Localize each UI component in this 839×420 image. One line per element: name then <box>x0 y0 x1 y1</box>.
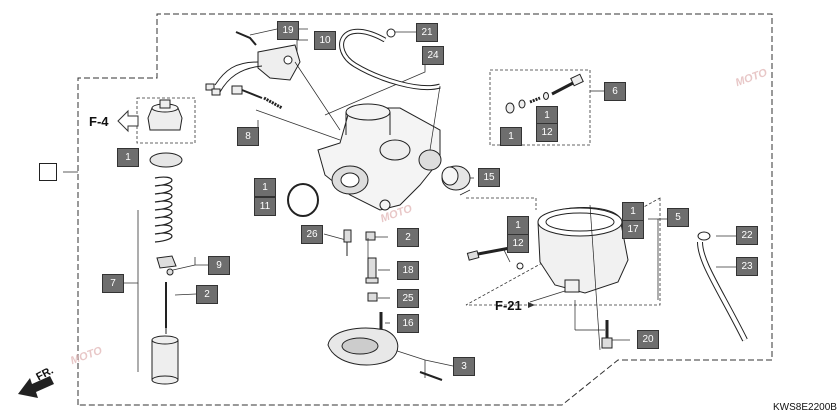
callout-23[interactable]: 23 <box>736 257 758 276</box>
callout-5[interactable]: 5 <box>667 208 689 227</box>
float-chamber <box>537 206 629 294</box>
f4-reference-label[interactable]: F-4 <box>89 114 109 129</box>
callout-26[interactable]: 26 <box>301 225 323 244</box>
callout-1[interactable]: 1 <box>507 216 529 235</box>
callout-1[interactable]: 1 <box>117 148 139 167</box>
callout-25[interactable]: 25 <box>397 289 419 308</box>
callout-6[interactable]: 6 <box>604 82 626 101</box>
callout-19[interactable]: 19 <box>277 21 299 40</box>
callout-12[interactable]: 12 <box>507 234 529 253</box>
callout-15[interactable]: 15 <box>478 168 500 187</box>
callout-24[interactable]: 24 <box>422 46 444 65</box>
diagram-code: KWS8E2200B <box>773 402 837 413</box>
callout-21[interactable]: 21 <box>416 23 438 42</box>
cap-15 <box>441 165 471 191</box>
clip-22 <box>697 231 711 241</box>
callout-16[interactable]: 16 <box>397 314 419 333</box>
throttle-valve <box>151 335 179 385</box>
callout-8[interactable]: 8 <box>237 127 259 146</box>
callout-2[interactable]: 2 <box>397 228 419 247</box>
f4-arrow <box>117 109 139 133</box>
callout-9[interactable]: 9 <box>208 256 230 275</box>
callout-1[interactable]: 1 <box>254 178 276 197</box>
top-cap <box>147 99 183 131</box>
callout-18[interactable]: 18 <box>397 261 419 280</box>
float <box>327 327 443 381</box>
fr-arrow <box>18 376 54 398</box>
carburetor-body <box>317 103 442 211</box>
screw-20 <box>601 320 613 349</box>
mixture-screw-parts <box>505 73 584 114</box>
clip-21 <box>386 28 396 38</box>
callout-11[interactable]: 11 <box>254 197 276 216</box>
spring <box>154 176 173 243</box>
choke-unit <box>205 31 301 96</box>
o-ring-11 <box>287 183 319 217</box>
jets <box>343 229 383 332</box>
callout-10[interactable]: 10 <box>314 31 336 50</box>
assembly-lines <box>294 61 605 351</box>
assembly-reference-box <box>39 163 57 181</box>
callout-7[interactable]: 7 <box>102 274 124 293</box>
callout-17[interactable]: 17 <box>622 220 644 239</box>
callout-2[interactable]: 2 <box>196 285 218 304</box>
callout-3[interactable]: 3 <box>453 357 475 376</box>
leader-lines <box>63 28 736 378</box>
f21-arrow <box>528 302 535 308</box>
needle-clip <box>156 255 177 276</box>
frame-border <box>77 13 773 406</box>
callout-20[interactable]: 20 <box>637 330 659 349</box>
callout-1[interactable]: 1 <box>500 127 522 146</box>
drain-screw <box>466 246 524 270</box>
callout-22[interactable]: 22 <box>736 226 758 245</box>
washer-1 <box>149 152 183 168</box>
f21-reference-label[interactable]: F-21 <box>495 298 522 313</box>
callout-12[interactable]: 12 <box>536 123 558 142</box>
callout-1[interactable]: 1 <box>622 202 644 221</box>
pilot-screw-parts <box>231 85 283 110</box>
